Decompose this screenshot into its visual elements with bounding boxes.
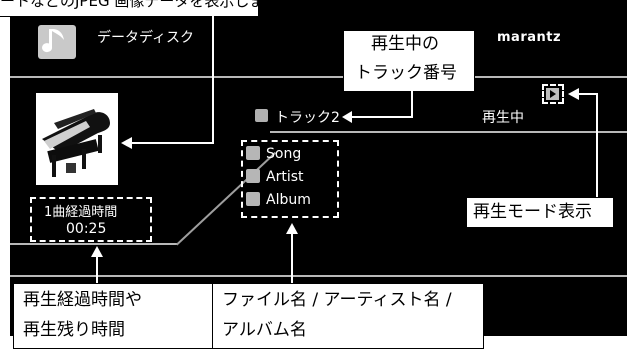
elapsed-label: 1曲経過時間 — [44, 205, 118, 220]
list-item-artist: Artist — [246, 167, 311, 190]
album-label: Album — [266, 192, 311, 208]
callout-track-number-line1: 再生中の — [371, 34, 439, 54]
arrow-names — [286, 223, 298, 234]
callout-track-number-line2: トラック番号 — [355, 63, 457, 83]
track-icon — [255, 109, 268, 122]
bottom-divider — [10, 275, 627, 277]
source-icon — [38, 25, 76, 59]
callout-names-line2: アルバム名 — [222, 320, 307, 340]
lower-baseline — [10, 243, 178, 245]
connector-mode-horizontal — [578, 93, 598, 95]
connector-track-vertical — [411, 90, 413, 117]
elapsed-time: 00:25 — [66, 221, 107, 237]
callout-time: 再生経過時間や 再生残り時間 — [13, 283, 214, 349]
music-note-icon — [42, 29, 64, 53]
play-status: 再生中 — [482, 110, 524, 126]
song-icon — [246, 146, 260, 160]
list-item-album: Album — [246, 190, 311, 213]
connector-jpeg-vertical — [212, 16, 214, 144]
album-art — [36, 93, 118, 185]
play-mode-box — [542, 84, 564, 104]
connector-jpeg-horizontal — [131, 142, 214, 144]
callout-jpeg-text: ートなどのJPEG 画像データを表示します。 — [0, 0, 293, 10]
song-label: Song — [266, 146, 302, 162]
source-label: データディスク — [97, 30, 195, 46]
connector-mode-vertical — [596, 93, 598, 197]
arrow-jpeg — [121, 137, 132, 149]
top-divider — [10, 76, 627, 78]
connector-track-horizontal — [350, 116, 413, 118]
connector-names-vertical — [291, 234, 293, 283]
metadata-box — [241, 140, 339, 218]
brand-logo: marantz — [497, 30, 562, 45]
callout-names: ファイル名 / アーティスト名 / アルバム名 — [212, 283, 484, 349]
metadata-list: Song Artist Album — [246, 144, 311, 213]
callout-track-number: 再生中の トラック番号 — [343, 30, 475, 92]
track-label: トラック2 — [275, 110, 340, 126]
callout-time-line2: 再生残り時間 — [23, 320, 125, 340]
callout-jpeg-note: ートなどのJPEG 画像データを表示します。 — [0, 0, 293, 17]
callout-time-line1: 再生経過時間や — [23, 290, 142, 310]
upper-baseline — [270, 131, 627, 133]
callout-play-mode: 再生モード表示 — [466, 197, 614, 228]
grand-piano-image — [36, 93, 118, 185]
list-item-song: Song — [246, 144, 311, 167]
artist-label: Artist — [266, 169, 304, 185]
artist-icon — [246, 169, 260, 183]
elapsed-time-box — [30, 197, 152, 242]
arrow-time — [91, 246, 103, 257]
callout-play-mode-text: 再生モード表示 — [473, 202, 592, 222]
album-icon — [246, 192, 260, 206]
callout-names-line1: ファイル名 / アーティスト名 / — [222, 290, 452, 310]
arrow-mode — [568, 88, 579, 100]
arrow-track — [342, 111, 352, 123]
play-mode-icon — [546, 88, 559, 100]
connector-time-vertical — [96, 256, 98, 283]
